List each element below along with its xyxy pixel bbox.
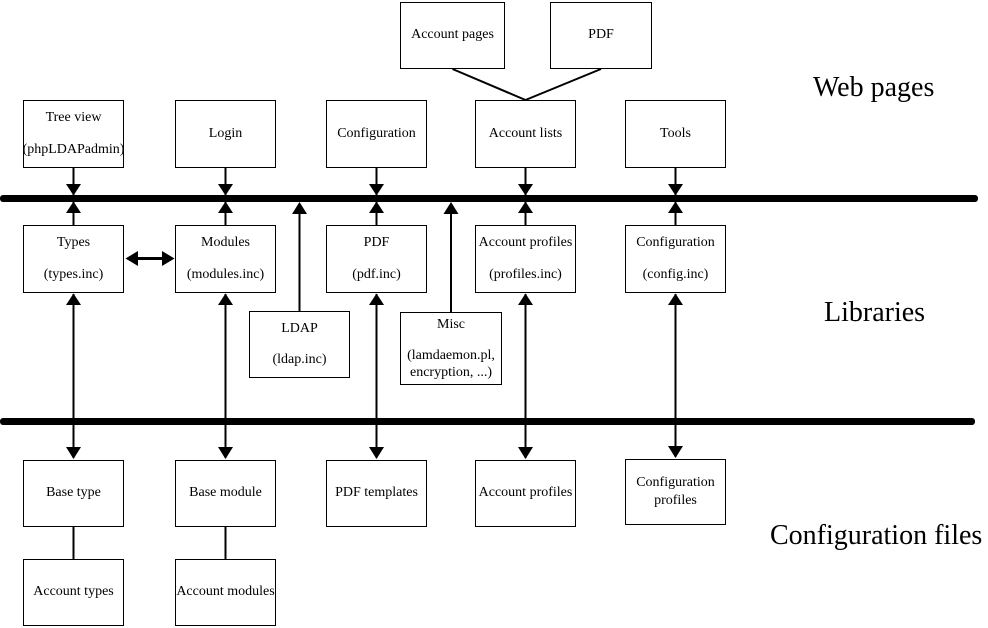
node-modules: Modules (modules.inc) bbox=[175, 225, 276, 293]
node-label: Account types bbox=[33, 584, 114, 600]
node-label: Account profiles bbox=[478, 235, 573, 251]
node-ldap: LDAP (ldap.inc) bbox=[249, 311, 350, 378]
edge-account-pages-to-account-lists bbox=[452, 68, 526, 101]
node-label: Configuration bbox=[636, 235, 715, 251]
edge-types-base-type bbox=[66, 293, 81, 459]
node-sublabel-group: (lamdaemon.pl, encryption, ...) bbox=[407, 348, 495, 381]
layer-label-libraries: Libraries bbox=[824, 297, 926, 328]
node-sublabel: (lamdaemon.pl, bbox=[407, 347, 495, 363]
node-base-module: Base module bbox=[175, 460, 276, 527]
node-label: PDF bbox=[363, 235, 390, 251]
node-account-modules: Account modules bbox=[175, 559, 276, 626]
node-label: Tools bbox=[660, 125, 691, 141]
node-misc: Misc (lamdaemon.pl, encryption, ...) bbox=[400, 312, 502, 385]
node-label: Modules bbox=[201, 235, 250, 251]
node-label: Misc bbox=[437, 317, 465, 332]
node-label: Tree view bbox=[45, 110, 102, 126]
node-sublabel: (config.inc) bbox=[642, 266, 709, 282]
node-label: Account lists bbox=[488, 125, 563, 141]
edge-misc-to-bus bbox=[443, 202, 459, 312]
node-pdf-page: PDF bbox=[550, 2, 652, 69]
edge-types-modules bbox=[125, 251, 175, 266]
node-account-lists: Account lists bbox=[475, 100, 576, 168]
node-sublabel: (ldap.inc) bbox=[272, 352, 327, 367]
node-tree-view: Tree view (phpLDAPadmin) bbox=[23, 100, 124, 168]
node-sublabel: (pdf.inc) bbox=[352, 266, 401, 282]
node-configuration-profiles: Configuration profiles bbox=[625, 459, 726, 525]
bus-libraries-to-files bbox=[0, 418, 975, 425]
edge-ldap-to-bus bbox=[292, 202, 307, 311]
node-label: PDF bbox=[588, 27, 614, 43]
edge-tools-bus-configuration-lib bbox=[668, 167, 683, 226]
node-account-types: Account types bbox=[23, 559, 124, 626]
node-configuration-page: Configuration bbox=[326, 100, 427, 168]
node-sublabel: (types.inc) bbox=[43, 266, 104, 282]
edge-modules-base-module bbox=[218, 293, 233, 459]
node-account-profiles-lib: Account profiles (profiles.inc) bbox=[475, 225, 576, 293]
layer-label-web-pages: Web pages bbox=[813, 72, 935, 103]
layer-label-configuration-files: Configuration files bbox=[770, 520, 983, 551]
node-account-profiles-files: Account profiles bbox=[475, 460, 576, 527]
node-label: Account modules bbox=[176, 584, 275, 600]
node-label: Login bbox=[208, 125, 243, 141]
node-label: Account pages bbox=[411, 27, 494, 43]
bus-web-to-libraries bbox=[0, 195, 978, 202]
node-sublabel: (modules.inc) bbox=[186, 266, 265, 282]
edge-pdf-to-account-lists bbox=[525, 68, 602, 101]
node-pdf-templates: PDF templates bbox=[326, 460, 427, 527]
edge-account-profiles-lib-files bbox=[518, 293, 533, 459]
edge-tree-view-bus-types bbox=[66, 167, 81, 226]
edge-configuration-bus-pdf-lib bbox=[369, 167, 384, 226]
node-label: Base type bbox=[46, 485, 101, 501]
node-pdf-lib: PDF (pdf.inc) bbox=[326, 225, 427, 293]
node-sublabel: profiles bbox=[654, 493, 697, 508]
node-label: Base module bbox=[189, 485, 262, 501]
node-login: Login bbox=[175, 100, 276, 168]
edge-pdf-lib-pdf-templates bbox=[369, 293, 384, 459]
node-label: LDAP bbox=[281, 320, 318, 336]
node-account-pages: Account pages bbox=[400, 2, 505, 69]
node-configuration-lib: Configuration (config.inc) bbox=[625, 225, 726, 293]
node-types: Types (types.inc) bbox=[23, 225, 124, 293]
node-label: Types bbox=[56, 235, 91, 251]
edge-configuration-lib-profiles bbox=[668, 293, 683, 458]
node-sublabel: (phpLDAPadmin) bbox=[22, 141, 125, 157]
node-sublabel: encryption, ...) bbox=[409, 364, 493, 380]
node-base-type: Base type bbox=[23, 460, 124, 527]
node-label: Configuration bbox=[337, 125, 416, 141]
edge-login-bus-modules bbox=[218, 167, 233, 226]
node-label: Configuration bbox=[636, 474, 715, 490]
node-label: PDF templates bbox=[335, 485, 418, 501]
node-label: Account profiles bbox=[478, 485, 573, 501]
node-sublabel: (profiles.inc) bbox=[489, 266, 562, 282]
node-tools: Tools bbox=[625, 100, 726, 168]
edge-account-lists-bus-account-profiles bbox=[518, 167, 533, 226]
